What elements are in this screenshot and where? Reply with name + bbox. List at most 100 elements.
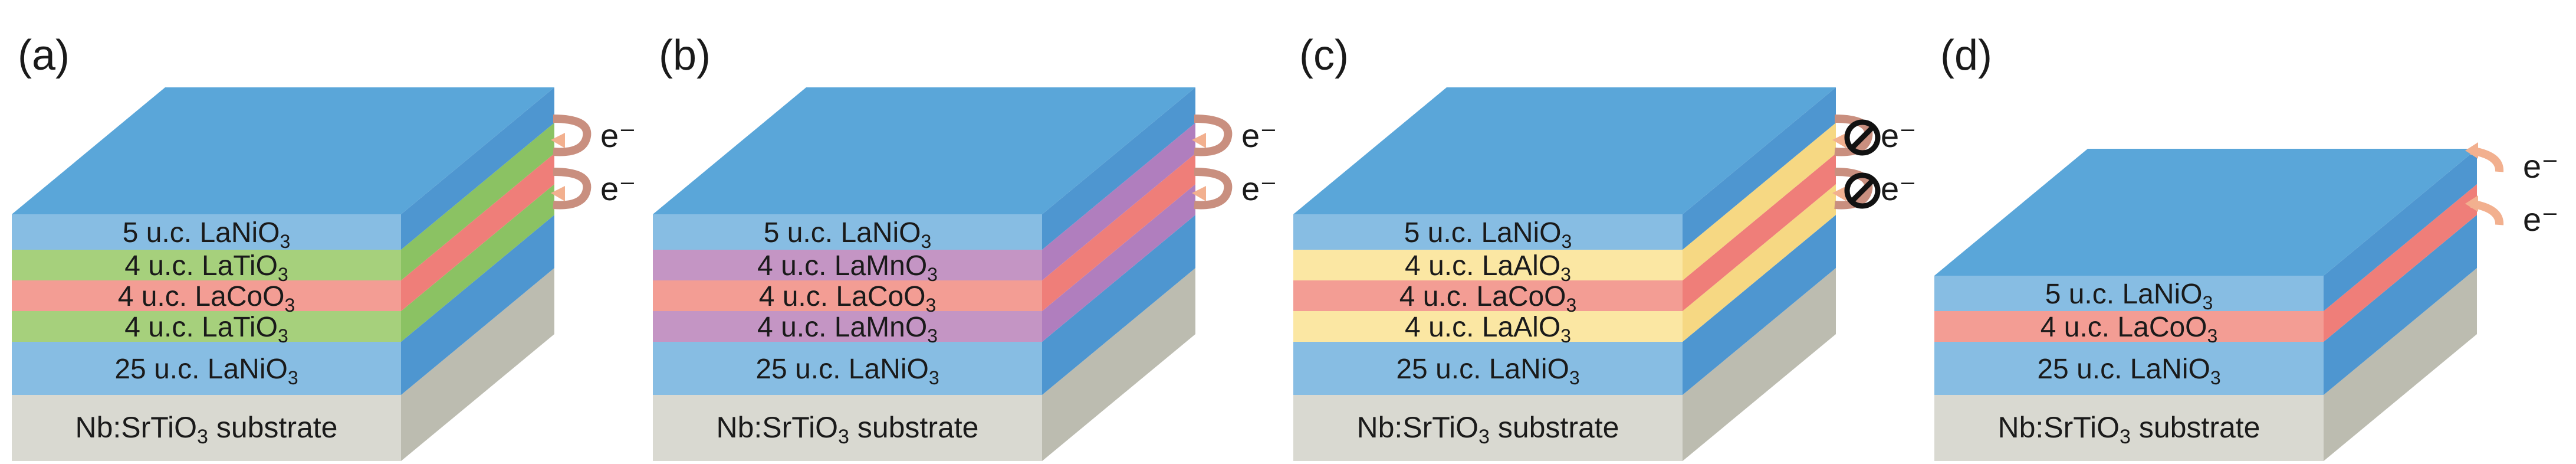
layer-side-3 <box>1042 184 1195 342</box>
arrow-head <box>1192 186 1206 201</box>
layer-side-1 <box>1042 123 1195 280</box>
layer-side-1 <box>401 123 554 280</box>
layer-side-0 <box>401 87 554 250</box>
electron-label: e⁻ <box>600 170 636 207</box>
substrate-side <box>1683 268 1836 461</box>
layer-side-3 <box>401 184 554 342</box>
layer-front-1 <box>1293 250 1683 280</box>
electron-label: e⁻ <box>2523 201 2559 238</box>
substrate-front <box>1934 395 2324 461</box>
layer-label: 5 u.c. LaNiO3 <box>2045 279 2213 313</box>
layer-front-3 <box>653 311 1042 342</box>
layer-side-0 <box>1042 87 1195 250</box>
layer-label: 4 u.c. LaCoO3 <box>1399 281 1577 316</box>
substrate-front <box>653 395 1042 461</box>
layer-label: 5 u.c. LaNiO3 <box>1404 217 1572 252</box>
substrate-label: Nb:SrTiO3 substrate <box>1998 411 2260 448</box>
electron-arrow <box>1194 168 1233 210</box>
layer-side-2 <box>1683 153 1836 311</box>
arrow-head <box>2465 142 2478 159</box>
layer-front-4 <box>12 342 401 395</box>
blocked-icon-slash <box>1849 125 1875 151</box>
substrate-label: Nb:SrTiO3 substrate <box>1357 411 1619 448</box>
substrate-side <box>2324 268 2477 461</box>
top-surface <box>1934 149 2477 276</box>
layer-front-0 <box>1934 276 2324 311</box>
layer-front-3 <box>12 311 401 342</box>
electron-arrow <box>553 115 592 156</box>
layer-label: 4 u.c. LaAlO3 <box>1405 312 1571 347</box>
layer-label: 4 u.c. LaMnO3 <box>757 250 938 285</box>
layer-label: 4 u.c. LaTiO3 <box>124 312 288 347</box>
substrate-front <box>12 395 401 461</box>
layer-label: 5 u.c. LaNiO3 <box>764 217 932 252</box>
layer-label: 25 u.c. LaNiO3 <box>755 354 939 388</box>
layer-front-4 <box>653 342 1042 395</box>
electron-label: e⁻ <box>600 117 636 154</box>
layer-front-2 <box>653 280 1042 311</box>
panel-label: (c) <box>1299 32 1349 79</box>
layer-side-1 <box>1683 123 1836 280</box>
layer-side-0 <box>1683 87 1836 250</box>
arrow-head <box>1832 133 1846 148</box>
panel-label: (a) <box>18 32 70 79</box>
substrate-label: Nb:SrTiO3 substrate <box>75 411 338 448</box>
blocked-icon <box>1844 172 1881 209</box>
layer-side-2 <box>1042 153 1195 311</box>
arrow-head <box>2465 195 2478 212</box>
top-surface <box>653 87 1195 214</box>
layer-side-4 <box>401 215 554 395</box>
layer-front-1 <box>1934 311 2324 342</box>
arrow-head <box>1192 133 1206 148</box>
layer-front-1 <box>653 250 1042 280</box>
layer-front-0 <box>653 214 1042 250</box>
electron-label: e⁻ <box>2523 148 2559 185</box>
layer-label: 4 u.c. LaTiO3 <box>124 250 288 285</box>
layer-label: 25 u.c. LaNiO3 <box>1396 354 1579 388</box>
panel-label: (d) <box>1940 32 1992 79</box>
electron-transfer: e⁻e⁻ <box>1832 115 1917 210</box>
layer-label: 4 u.c. LaAlO3 <box>1405 250 1571 285</box>
layer-label: 4 u.c. LaCoO3 <box>2041 312 2218 347</box>
layer-front-1 <box>12 250 401 280</box>
electron-transfer: e⁻ e⁻ <box>2465 142 2559 238</box>
layer-front-2 <box>12 280 401 311</box>
layer-side-2 <box>401 153 554 311</box>
layer-front-2 <box>1293 280 1683 311</box>
layer-label: 4 u.c. LaCoO3 <box>759 281 937 316</box>
substrate-side <box>401 268 554 461</box>
arrow-head <box>1832 186 1846 201</box>
layer-label: 25 u.c. LaNiO3 <box>114 354 298 388</box>
layer-front-0 <box>1293 214 1683 250</box>
substrate-front <box>1293 395 1683 461</box>
layer-label: 4 u.c. LaCoO3 <box>118 281 295 316</box>
layer-front-0 <box>12 214 401 250</box>
layer-front-2 <box>1934 342 2324 395</box>
layer-side-4 <box>1042 215 1195 395</box>
electron-label: e⁻ <box>1241 170 1277 207</box>
panel-label: (b) <box>659 32 711 79</box>
top-surface <box>12 87 554 214</box>
layer-label: 25 u.c. LaNiO3 <box>2037 354 2220 388</box>
layer-side-4 <box>1683 215 1836 395</box>
layer-side-2 <box>2324 215 2477 395</box>
electron-transfer: e⁻ e⁻ <box>1192 115 1277 210</box>
electron-label: e⁻ <box>1881 170 1917 207</box>
layer-label: 5 u.c. LaNiO3 <box>123 217 291 252</box>
layer-side-3 <box>1683 184 1836 342</box>
layer-label: 4 u.c. LaMnO3 <box>757 312 938 347</box>
top-surface <box>1293 87 1836 214</box>
substrate-label: Nb:SrTiO3 substrate <box>717 411 979 448</box>
substrate-side <box>1042 268 1195 461</box>
electron-label: e⁻ <box>1241 117 1277 154</box>
electron-arrow <box>553 168 592 210</box>
blocked-icon-slash <box>1849 178 1875 204</box>
electron-transfer: e⁻ e⁻ <box>551 115 636 210</box>
arrow-head <box>551 186 565 201</box>
layer-front-4 <box>1293 342 1683 395</box>
